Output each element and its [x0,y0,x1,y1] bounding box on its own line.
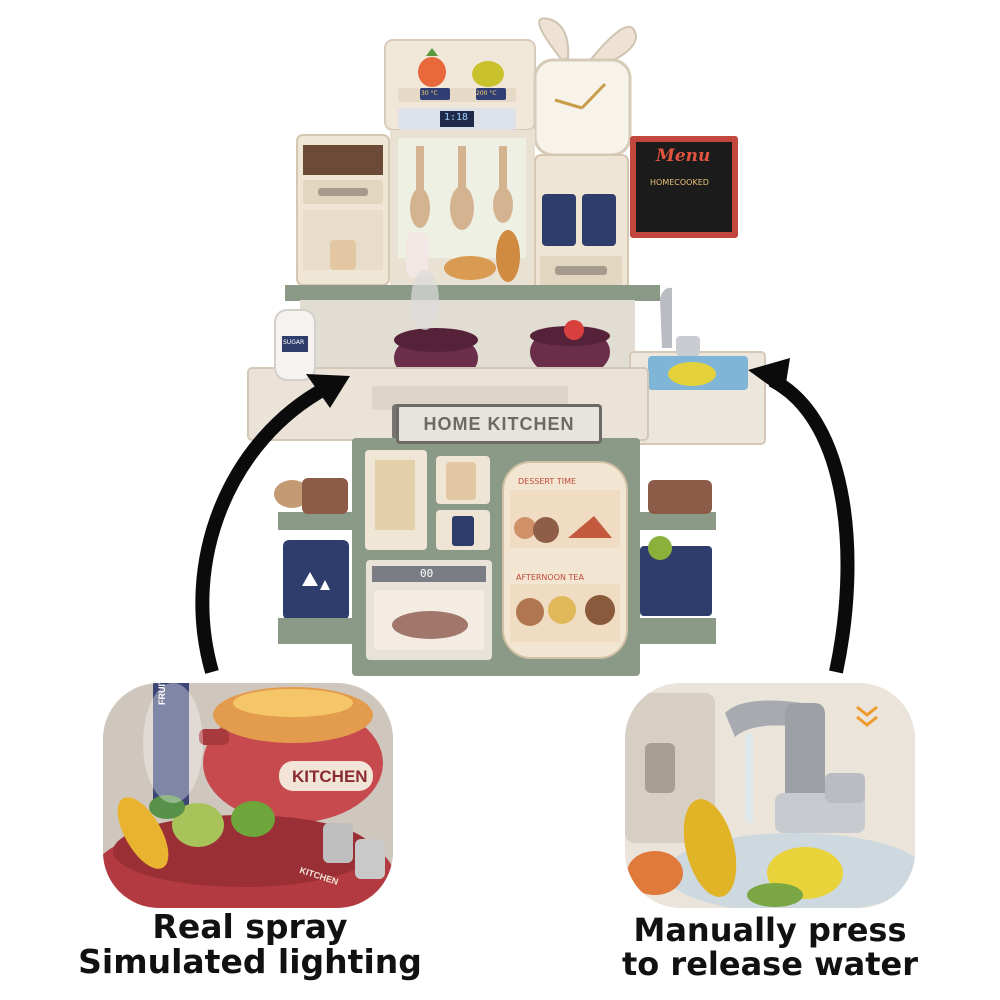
box-label: FRUIT [157,683,167,705]
shelf-bottom-label: AFTERNOON TEA [516,573,584,582]
kitchen-illustration [195,17,855,676]
faucet-photo [625,683,915,908]
right-caption-line1: Manually press [633,911,907,949]
upper-display: 1:18 [444,112,469,123]
home-kitchen-sign: HOME KITCHEN [396,404,602,444]
left-caption-line1: Real spray [152,907,348,946]
oven-display: 00 [420,567,434,580]
badge-left: 30 °C [421,90,438,97]
home-kitchen-sign-label: HOME KITCHEN [423,413,575,434]
kitchen-product-image: HOME KITCHEN Menu HOMECOOKED 1:18 30 °C … [195,17,855,676]
jar-label: SUGAR [283,339,305,346]
menu-board-title: Menu [656,146,711,166]
spray-lighting-inset: KITCHEN KITCHEN FRUIT [103,683,393,908]
right-caption-line2: to release water [622,944,918,983]
pot-photo [103,683,393,908]
badge-right: 200 °C [476,90,497,97]
faucet-inset [625,683,915,908]
right-caption: Manually press to release water [590,911,950,983]
shelf-top-label: DESSERT TIME [518,477,577,486]
pot-label: KITCHEN [292,767,368,786]
menu-board-subtitle: HOMECOOKED [650,178,709,187]
left-caption-line2: Simulated lighting [78,941,422,981]
left-caption: Real spray Simulated lighting [60,907,440,981]
